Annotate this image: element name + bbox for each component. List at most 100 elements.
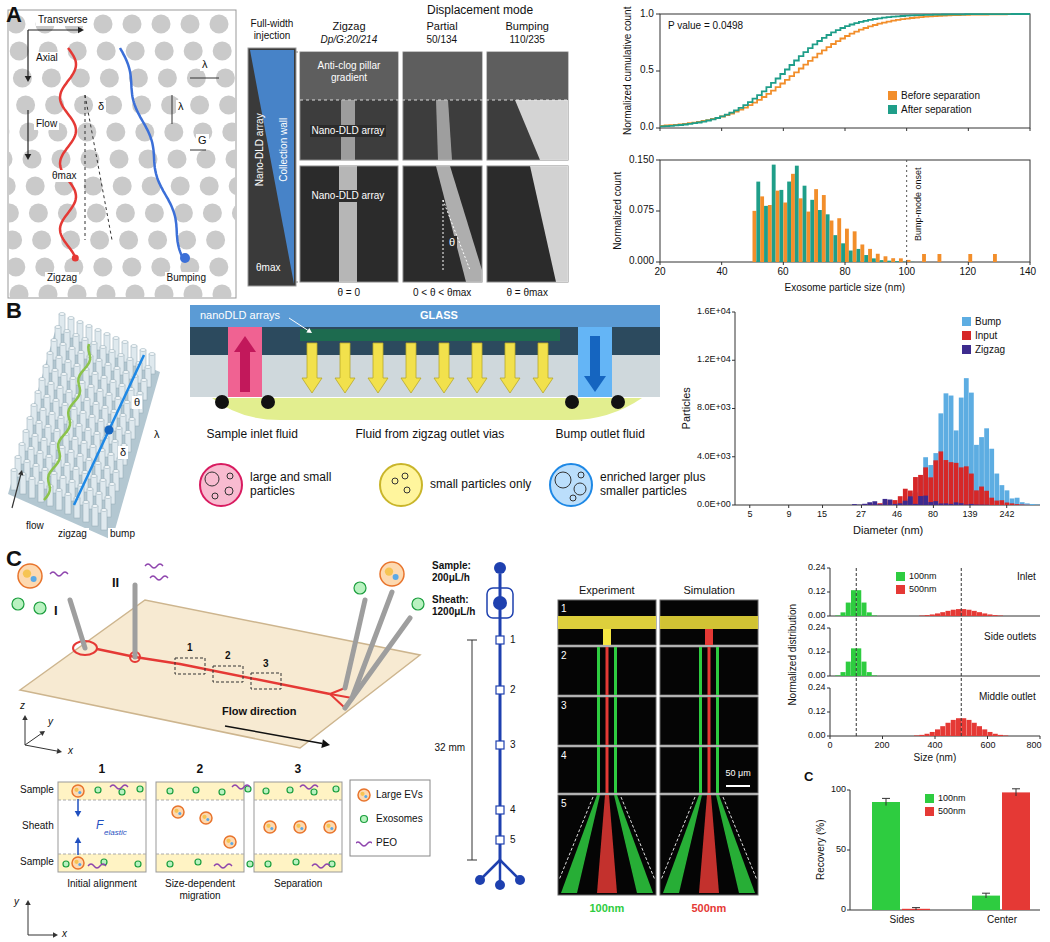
tick <box>847 790 850 791</box>
tick <box>827 616 830 617</box>
histogram-bar <box>979 437 984 505</box>
tick <box>827 652 830 653</box>
histogram-bar <box>856 648 861 676</box>
pillar-top <box>77 454 83 457</box>
stream <box>614 747 617 793</box>
histogram-bar <box>862 504 867 505</box>
pillar-top <box>64 463 70 466</box>
label: Size (nm) <box>914 752 957 764</box>
histogram-bar <box>799 198 803 262</box>
pillar <box>20 474 26 494</box>
exosome <box>12 598 24 610</box>
error-bar <box>1016 789 1017 796</box>
histogram-bar <box>928 502 933 505</box>
pillar-top <box>115 397 121 400</box>
label: Middle outlet <box>979 691 1036 703</box>
circle-outline <box>378 462 424 508</box>
legend-text: 100nm <box>938 793 966 803</box>
pillar-top <box>105 363 111 366</box>
histogram-bar <box>922 254 926 262</box>
label: 50/134 <box>427 34 458 46</box>
histogram-bar <box>940 726 945 736</box>
pillar <box>84 177 103 196</box>
label: Inlet <box>1017 571 1036 583</box>
circle-outline <box>198 462 244 508</box>
pillar-top <box>83 501 89 504</box>
tick <box>906 262 907 265</box>
observation-window <box>496 686 504 694</box>
error-bar <box>982 893 990 894</box>
pillar-top <box>32 434 38 437</box>
o-ring <box>565 395 579 409</box>
label: 0.12 <box>808 706 826 716</box>
histogram-bar <box>830 221 834 262</box>
pillar-top <box>129 418 135 421</box>
stream <box>699 697 702 745</box>
nanodld-region <box>300 329 560 341</box>
pillar-top <box>77 321 83 324</box>
pillar-top <box>51 472 57 475</box>
pillar-top <box>49 412 55 415</box>
legend-swatch <box>962 331 971 340</box>
histogram-bar <box>779 190 783 262</box>
pillar-top <box>98 419 104 422</box>
label: 4 <box>561 750 567 762</box>
label: y <box>48 716 53 728</box>
legend-item: Zigzag <box>962 344 1005 356</box>
histogram-bar <box>1020 502 1025 505</box>
histogram-bar <box>880 260 884 262</box>
histogram-bar <box>860 244 864 262</box>
histogram-bar <box>956 609 961 616</box>
label: flow <box>24 520 46 532</box>
pillar-top <box>58 416 64 419</box>
pillar-top <box>100 479 106 482</box>
pillar <box>126 42 145 61</box>
exosome <box>247 861 253 867</box>
reference-line <box>961 568 962 736</box>
pillar <box>10 285 29 299</box>
tick <box>732 408 735 409</box>
pillar-top <box>47 352 53 355</box>
histogram-bar <box>776 191 780 262</box>
label: Full-width injection <box>244 18 300 41</box>
label: Sheath <box>22 820 54 832</box>
peo-chain <box>312 864 330 868</box>
label: 0.000 <box>629 255 654 267</box>
label: Collection wall <box>278 118 290 182</box>
peo-chain <box>214 864 232 868</box>
tick <box>656 128 660 129</box>
label: θ = 0 <box>338 287 361 299</box>
label: F <box>96 819 103 833</box>
pillar-top <box>72 437 78 440</box>
pillar-top <box>35 391 41 394</box>
pillar <box>74 96 93 115</box>
pillar-top <box>105 496 111 499</box>
histogram-bar <box>938 413 943 505</box>
axis <box>735 505 1040 506</box>
histogram-bar <box>967 720 972 736</box>
pillar <box>126 285 145 299</box>
flow-arrow <box>225 726 322 744</box>
pillar-top <box>76 424 82 427</box>
label: Sample <box>20 856 54 868</box>
ev-cargo <box>385 567 393 575</box>
label: 0.12 <box>808 586 826 596</box>
histogram-bar <box>872 675 877 677</box>
pillar-top <box>37 451 43 454</box>
label: 0.24 <box>808 682 826 692</box>
legend-item: Input <box>962 330 997 342</box>
pillar <box>155 42 174 61</box>
circle <box>380 464 422 506</box>
channel-wall <box>559 797 593 880</box>
pillar-top <box>80 411 86 414</box>
histogram-bar <box>841 612 846 616</box>
tick <box>721 128 722 131</box>
label: Zigzag <box>45 272 79 284</box>
pillar-top <box>92 505 98 508</box>
pillar-top <box>120 414 126 417</box>
dimension-line <box>190 78 219 79</box>
exosome <box>219 789 225 795</box>
histogram-bar <box>925 615 930 617</box>
label: Separation <box>274 878 322 890</box>
histogram-bar <box>935 613 940 616</box>
